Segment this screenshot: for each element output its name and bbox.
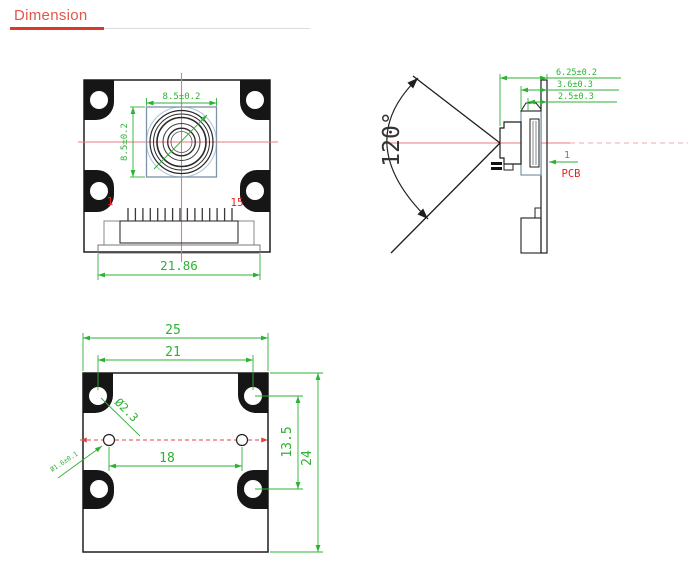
front-view: 8.5±0.2 8.5±0.2 1 15 21.86 <box>78 73 278 280</box>
side-view: 120° 6.25±0.2 3.6±0.3 <box>379 68 688 254</box>
mounting-hole <box>90 182 108 200</box>
dim-lens-width-text: 8.5±0.2 <box>163 92 201 102</box>
lens-ring <box>162 123 201 161</box>
dim-total-depth-text: 6.25±0.2 <box>556 68 597 78</box>
pcb-side <box>540 79 548 254</box>
connector-body <box>119 220 239 244</box>
fov-line-lower <box>390 142 501 254</box>
leader-line <box>57 445 103 479</box>
page-title: Dimension <box>14 7 88 24</box>
pin15-label: 15 <box>230 196 243 209</box>
pin1-label: 1 <box>107 195 114 208</box>
lens-diagonal-leader <box>153 114 208 170</box>
connector-side <box>520 217 542 254</box>
fov-angle-text: 120° <box>379 111 405 166</box>
dim-locating-hole-dia-text: Ø1.6±0.1 <box>49 450 80 474</box>
rear-board-outline <box>82 372 269 553</box>
mounting-hole <box>90 91 108 109</box>
lens-ring <box>153 113 210 171</box>
fov-angle-arc <box>386 77 429 220</box>
title-underline <box>10 27 104 30</box>
pin-header-pins <box>127 208 233 221</box>
sensor-holder <box>520 110 542 176</box>
dim-board-width-text: 25 <box>165 323 181 338</box>
holder-flange <box>520 102 542 112</box>
connector-step <box>534 207 542 219</box>
mounting-hole <box>244 480 262 498</box>
dim-lens-height-text: 8.5±0.2 <box>120 123 130 161</box>
dim-lens-base-depth-text: 2.5±0.3 <box>558 92 594 102</box>
connector-base <box>97 244 261 254</box>
lens-ring <box>170 131 193 153</box>
dim-holder-depth-text: 3.6±0.3 <box>557 80 593 90</box>
fov-line-upper <box>412 75 501 144</box>
focus-mark <box>491 167 502 170</box>
lens-holder-square <box>145 106 218 178</box>
lens-barrel-side <box>499 121 522 165</box>
mounting-hole <box>246 182 264 200</box>
focus-mark <box>491 162 502 165</box>
front-board-outline <box>83 79 271 253</box>
dim-mount-hole-dia-text: Ø2.3 <box>112 395 142 425</box>
dim-locating-spacing-text: 18 <box>159 451 175 466</box>
leader-line <box>100 397 141 437</box>
locating-hole <box>235 433 249 447</box>
mounting-hole <box>89 387 107 405</box>
rear-view: 25 21 18 13.5 24 Ø2.3 <box>49 323 323 553</box>
dim-mount-spacing-v-text: 13.5 <box>280 426 295 457</box>
pcb-label: PCB <box>562 168 581 180</box>
connector-outer <box>103 220 255 246</box>
sensor-block <box>529 118 540 168</box>
title-rule <box>104 28 310 29</box>
dim-connector-width-text: 21.86 <box>160 258 198 273</box>
mounting-hole <box>244 387 262 405</box>
dim-board-height-text: 24 <box>300 450 315 466</box>
mounting-hole <box>90 480 108 498</box>
lens-ring <box>156 116 207 168</box>
dim-pcb-thickness-text: 1 <box>564 150 570 161</box>
barrel-step <box>503 163 514 171</box>
lens-ring <box>167 127 196 157</box>
dim-mount-spacing-h-text: 21 <box>165 345 181 360</box>
lens-ring <box>149 109 214 175</box>
locating-hole <box>102 433 116 447</box>
mounting-hole <box>246 91 264 109</box>
